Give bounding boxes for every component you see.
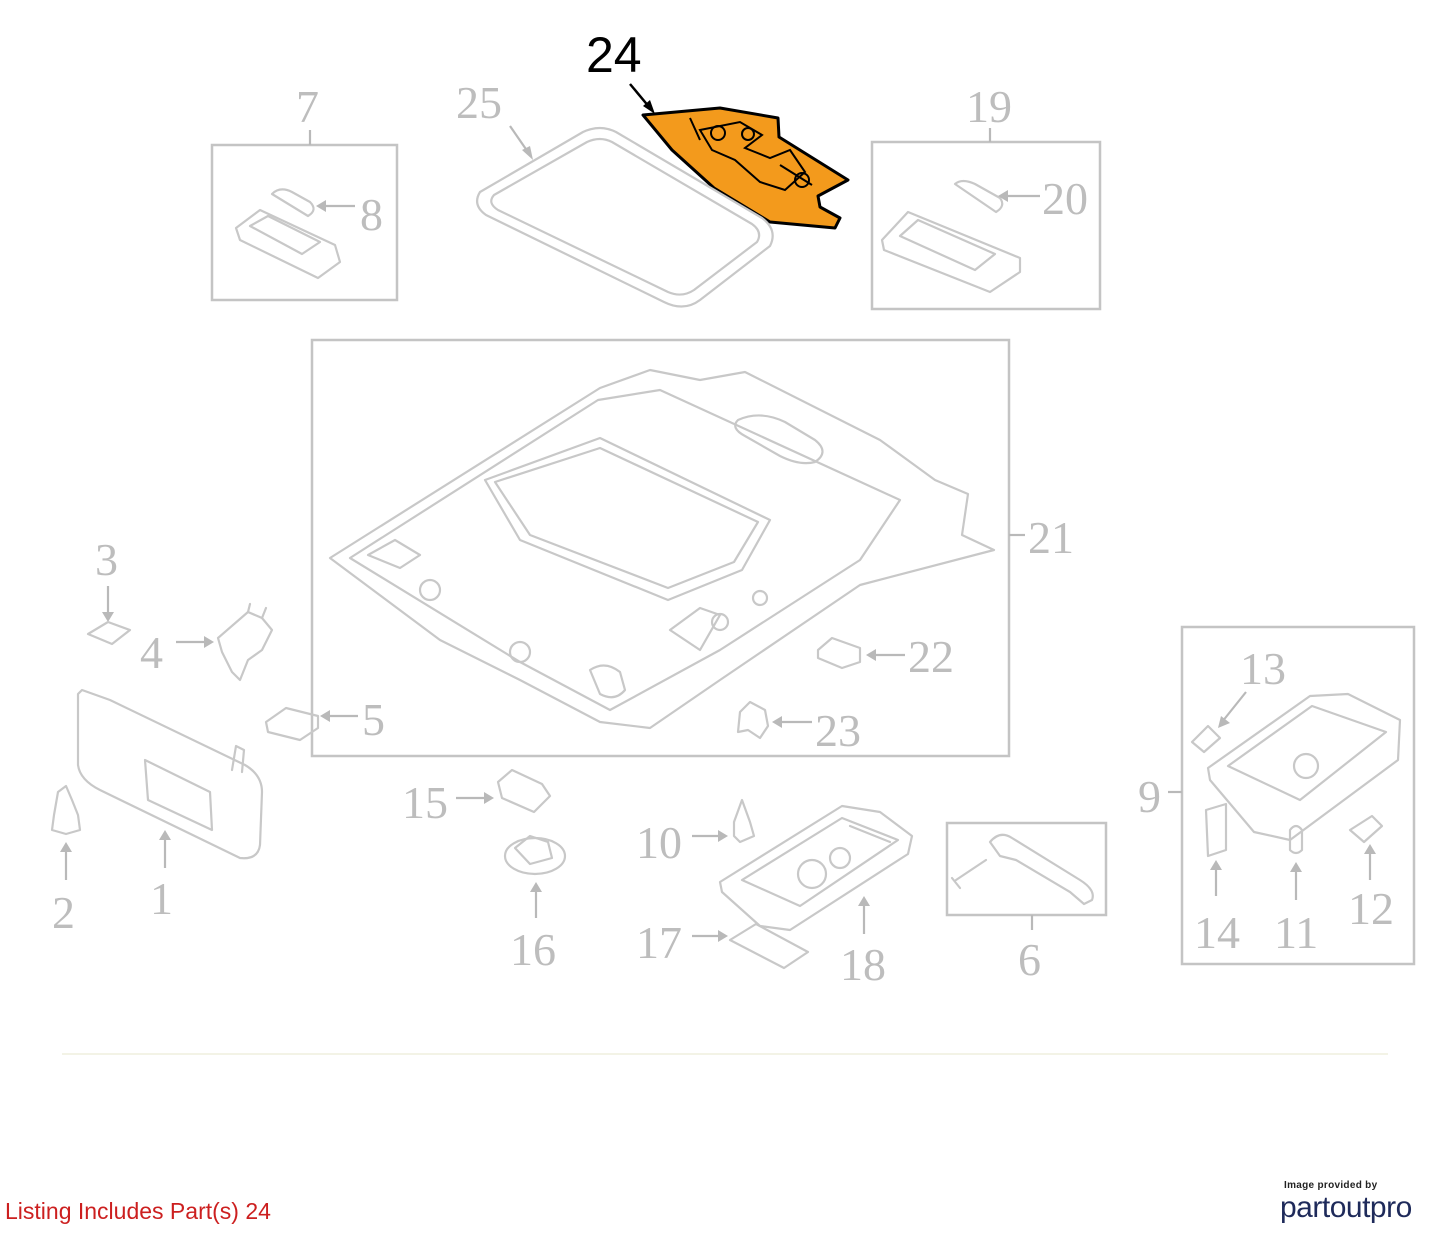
label-19: 19 [966,81,1012,132]
part-17-lens[interactable] [728,922,810,970]
label-25: 25 [456,77,502,128]
part-23-clip[interactable] [736,700,770,740]
label-17: 17 [636,917,682,968]
part-11-bulb[interactable] [1288,824,1304,855]
label-15: 15 [402,777,448,828]
part-1-sun-visor[interactable] [76,688,264,860]
label-8: 8 [360,189,383,240]
label-9: 9 [1138,771,1161,822]
box-9 [1180,625,1416,966]
part-21-headliner[interactable] [328,368,996,730]
label-7: 7 [296,81,319,132]
label-13: 13 [1240,643,1286,694]
label-3: 3 [95,534,118,585]
part-16-cap[interactable] [503,834,567,876]
label-23: 23 [815,705,861,756]
box-6 [945,821,1108,917]
part-4-bracket[interactable] [216,602,274,682]
label-16: 16 [510,924,556,975]
listing-includes-text: Listing Includes Part(s) 24 [5,1198,271,1224]
part-9-console-assembly[interactable] [1190,692,1402,842]
part-7-map-lamp[interactable] [234,188,342,280]
part-14-bracket[interactable] [1204,802,1228,858]
label-20: 20 [1042,173,1088,224]
part-19-room-lamp[interactable] [880,179,1022,294]
box-19 [870,140,1102,311]
label-24: 24 [586,27,642,83]
part-3-cover[interactable] [86,620,132,646]
provided-by-text: Image provided by [1284,1180,1378,1191]
partoutpro-logo: partoutpro [1280,1191,1412,1224]
part-24-highlighted[interactable] [641,106,850,230]
part-18-overhead-console[interactable] [718,804,914,932]
label-22: 22 [908,631,954,682]
label-5: 5 [362,694,385,745]
part-5-holder[interactable] [264,706,320,742]
part-10-clip[interactable] [732,798,756,844]
part-25-sunroof-seal[interactable] [475,126,774,308]
label-6: 6 [1018,934,1041,985]
label-21: 21 [1028,512,1074,563]
label-1: 1 [150,873,173,924]
label-4: 4 [140,627,163,678]
label-14: 14 [1194,907,1240,958]
part-15-switch[interactable] [496,768,552,814]
brand-block: Image provided by partoutpro [1280,1180,1430,1225]
label-12: 12 [1348,883,1394,934]
part-22-clip[interactable] [816,636,862,670]
label-18: 18 [840,939,886,990]
box-21 [310,338,1011,758]
part-2-clip[interactable] [50,784,82,836]
label-11: 11 [1274,907,1318,958]
part-12-bulb[interactable] [1348,814,1384,844]
label-2: 2 [52,887,75,938]
box-7 [210,143,399,302]
label-10: 10 [636,817,682,868]
part-6-grip-handle[interactable] [950,833,1094,906]
